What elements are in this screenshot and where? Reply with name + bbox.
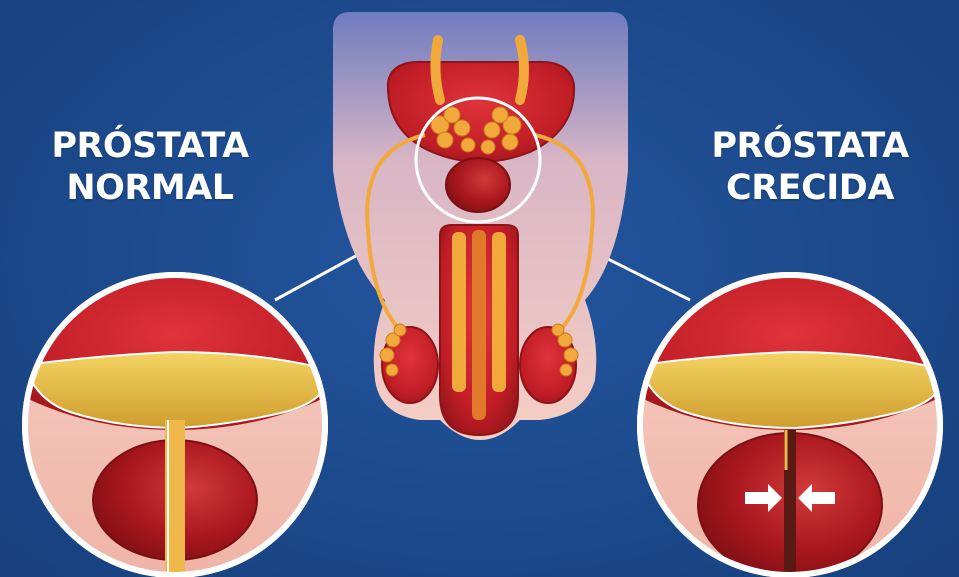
normal-prostate-cross-section-icon [20,270,330,577]
label-normal-line2: NORMAL [40,167,260,209]
enlarged-prostate-cross-section-icon [635,270,945,577]
label-normal-line1: PRÓSTATA [40,125,260,167]
label-enlarged-line1: PRÓSTATA [695,125,925,167]
male-reproductive-anatomy-icon [333,12,628,440]
label-enlarged-line2: CRECIDA [695,167,925,209]
label-normal-prostate: PRÓSTATA NORMAL [40,125,260,209]
label-enlarged-prostate: PRÓSTATA CRECIDA [695,125,925,209]
